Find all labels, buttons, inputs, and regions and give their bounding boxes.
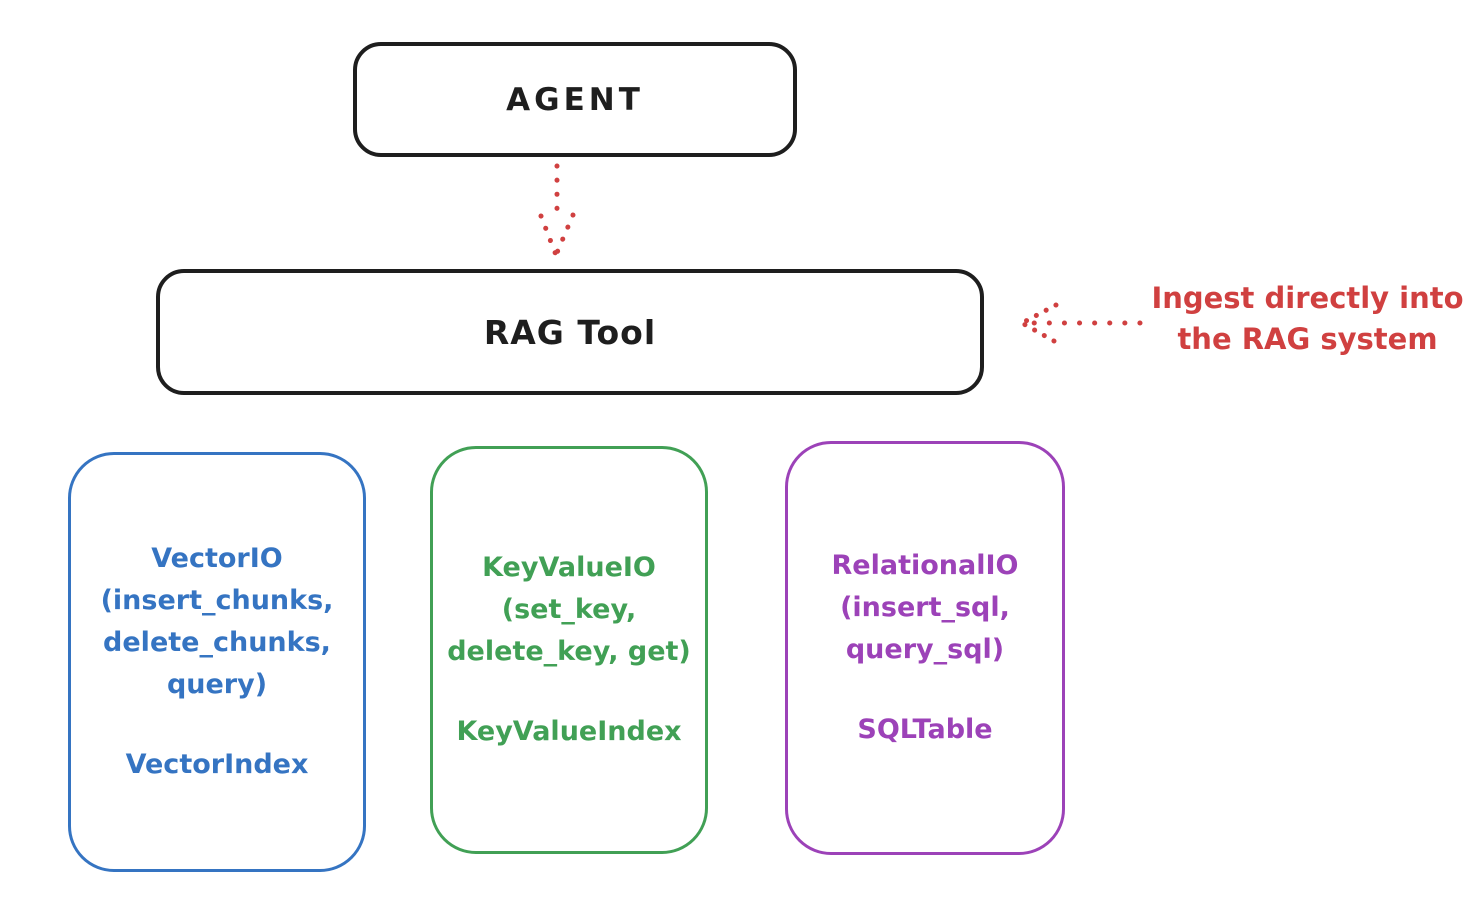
keyvalue-io-box: KeyValueIO (set_key, delete_key, get) Ke…: [430, 446, 708, 854]
keyvalue-io-methods-label: KeyValueIO (set_key, delete_key, get): [447, 552, 691, 667]
vector-io-box: VectorIO (insert_chunks, delete_chunks, …: [68, 452, 366, 872]
vector-index-label: VectorIndex: [125, 749, 309, 780]
agent-box: AGENT: [353, 42, 797, 157]
keyvalue-index-label: KeyValueIndex: [456, 716, 682, 747]
vector-io-methods-label: VectorIO (insert_chunks, delete_chunks, …: [100, 543, 334, 700]
agent-label: AGENT: [506, 81, 644, 118]
rag-tool-box: RAG Tool: [156, 269, 984, 395]
rag-tool-label: RAG Tool: [483, 312, 657, 352]
sqltable-label: SQLTable: [857, 714, 993, 745]
dotted-left-arrow-icon: [1019, 302, 1143, 344]
relational-io-box: RelationalIO (insert_sql, query_sql) SQL…: [785, 441, 1065, 855]
ingest-annotation: Ingest directly into the RAG system: [1151, 281, 1464, 356]
relational-io-methods-label: RelationalIO (insert_sql, query_sql): [831, 550, 1019, 665]
dotted-down-arrow-icon: [538, 163, 576, 258]
